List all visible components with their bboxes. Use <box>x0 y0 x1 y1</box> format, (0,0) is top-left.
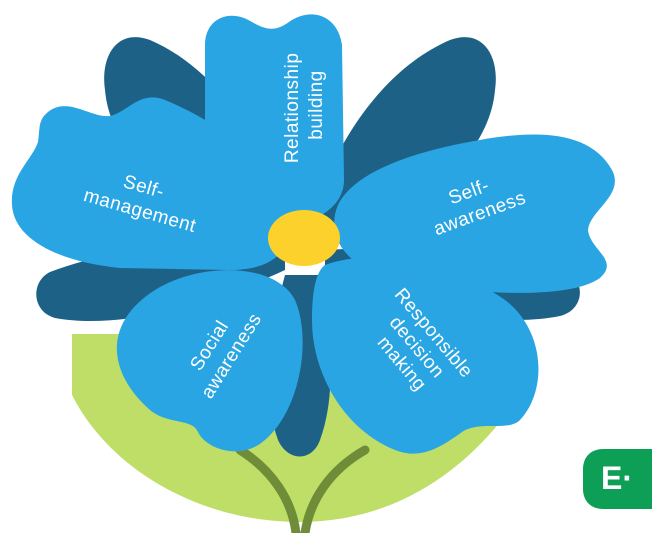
flower-stems <box>235 445 370 533</box>
petal-self-awareness <box>334 134 615 293</box>
flower-center <box>268 210 340 266</box>
brand-logo-badge <box>583 449 652 509</box>
petal-responsible-decision-making <box>312 257 539 454</box>
label-relationship-line-1: Relationship <box>282 53 303 164</box>
petal-self-management <box>11 97 291 270</box>
label-relationship-building: Relationship building <box>282 47 327 163</box>
petal-social-awareness <box>116 270 303 452</box>
brand-logo: E· <box>601 460 633 496</box>
label-relationship-line-2: building <box>306 70 327 140</box>
